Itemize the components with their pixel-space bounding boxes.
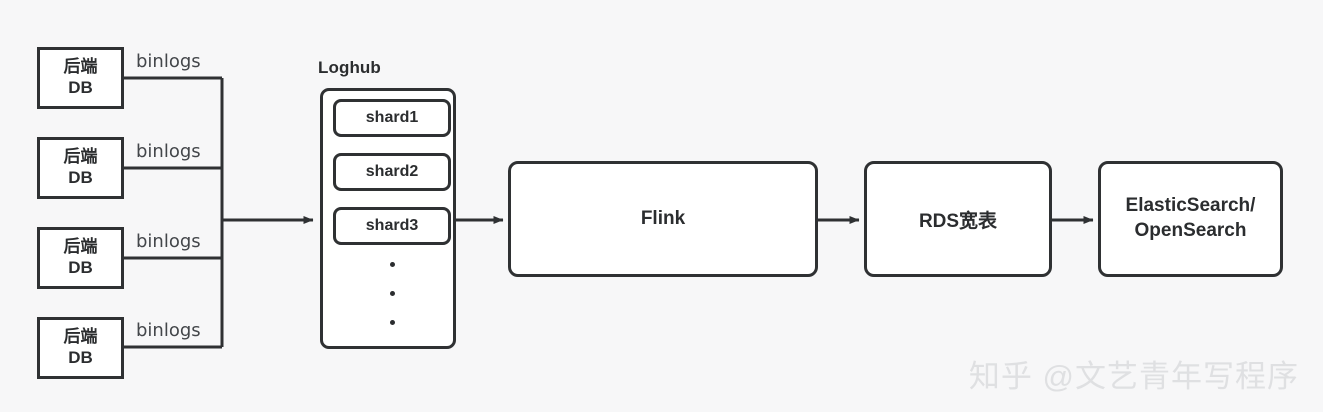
shard-ellipsis [379, 262, 405, 349]
stage-flink[interactable]: Flink [508, 161, 818, 277]
source-db-1-text: 后端 DB [64, 57, 98, 98]
ellipsis-dot-2 [389, 291, 395, 296]
shard-2[interactable]: shard2 [333, 153, 451, 191]
source-db-3-line1: 后端 [63, 237, 98, 257]
edge-label-binlogs-1: binlogs [136, 51, 201, 72]
stage-search[interactable]: ElasticSearch/ OpenSearch [1098, 161, 1283, 277]
source-db-1-line2: DB [68, 78, 93, 97]
source-db-3-text: 后端 DB [64, 237, 98, 278]
source-db-2[interactable]: 后端 DB [37, 137, 124, 199]
source-db-3-line2: DB [68, 258, 93, 277]
source-db-4-line1: 后端 [63, 327, 98, 347]
watermark: 知乎 @文艺青年写程序 [968, 359, 1299, 394]
source-db-1-line1: 后端 [63, 57, 98, 77]
source-db-2-line1: 后端 [63, 147, 98, 167]
source-db-4-text: 后端 DB [64, 327, 98, 368]
stage-rds[interactable]: RDS宽表 [864, 161, 1052, 277]
source-db-2-line2: DB [68, 168, 93, 187]
shard-1[interactable]: shard1 [333, 99, 451, 137]
edge-label-binlogs-2: binlogs [136, 141, 201, 162]
stage-flink-label: Flink [640, 208, 686, 229]
source-db-4[interactable]: 后端 DB [37, 317, 124, 379]
source-db-4-line2: DB [68, 348, 93, 367]
stage-search-label: ElasticSearch/ OpenSearch [1126, 194, 1256, 243]
source-db-1[interactable]: 后端 DB [37, 47, 124, 109]
loghub-title: Loghub [318, 58, 381, 77]
edge-label-binlogs-3: binlogs [136, 231, 201, 252]
source-db-3[interactable]: 后端 DB [37, 227, 124, 289]
shard-3[interactable]: shard3 [333, 207, 451, 245]
ellipsis-dot-1 [389, 262, 395, 267]
stage-search-line2: OpenSearch [1134, 220, 1247, 241]
stage-rds-label: RDS宽表 [918, 210, 998, 232]
stage-search-line1: ElasticSearch/ [1125, 195, 1256, 217]
ellipsis-dot-3 [389, 320, 395, 325]
edge-label-binlogs-4: binlogs [136, 320, 201, 341]
source-db-2-text: 后端 DB [64, 147, 98, 188]
